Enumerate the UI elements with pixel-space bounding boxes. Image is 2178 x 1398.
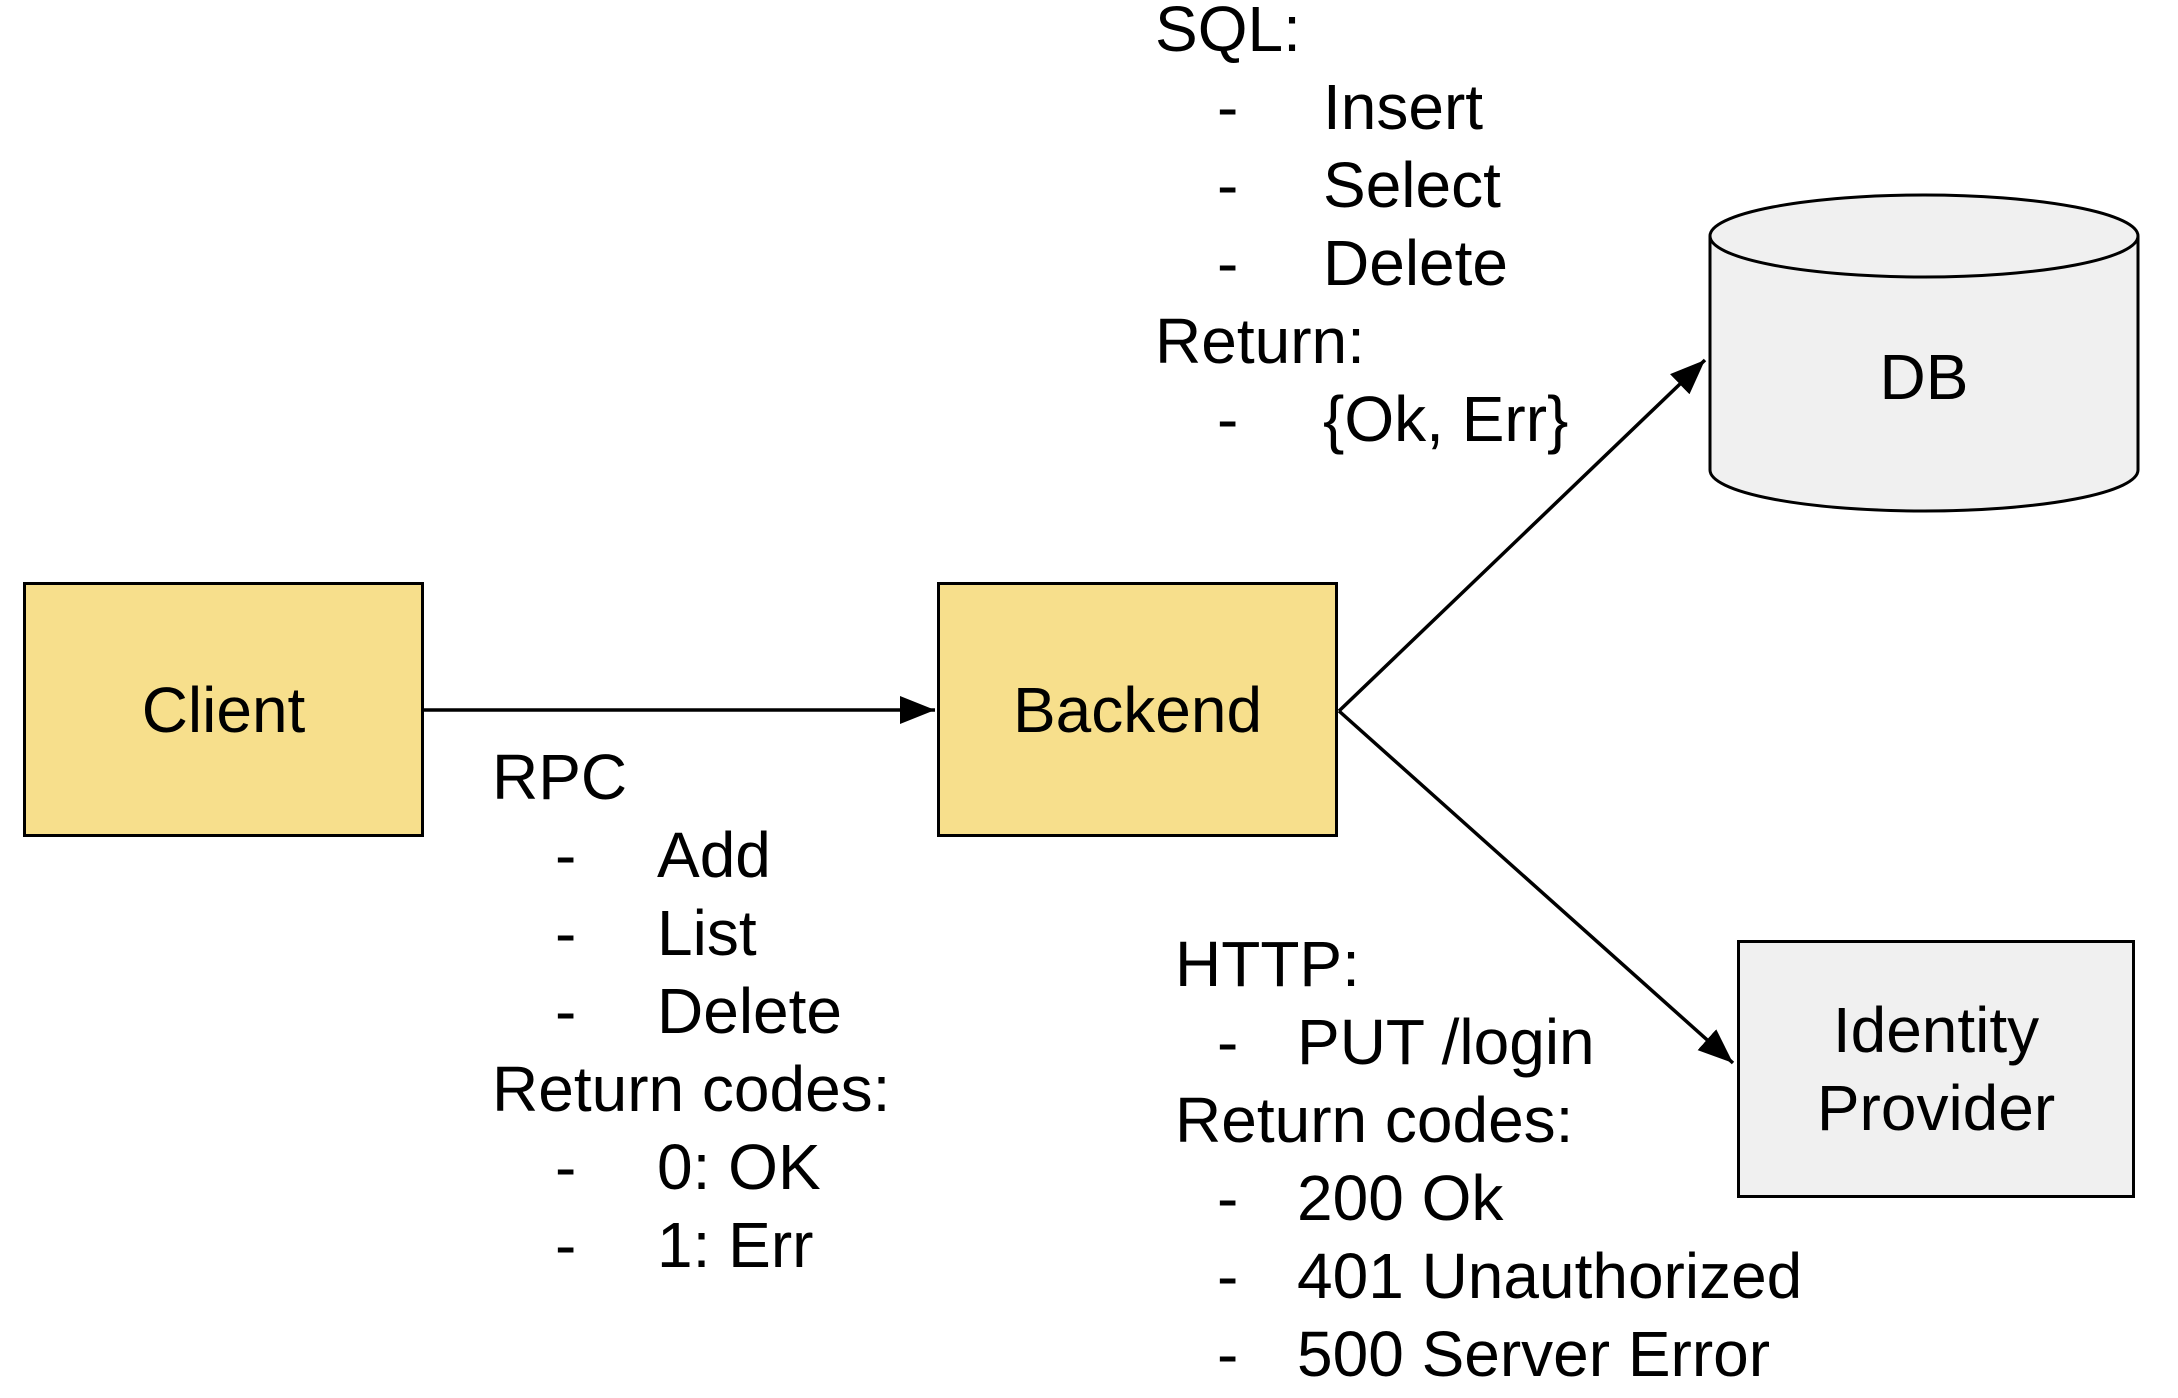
sql-call-line: - Delete <box>1155 224 1568 302</box>
bullet-dash: - <box>555 1131 577 1203</box>
bullet-dash: - <box>1217 227 1239 299</box>
db-label: DB <box>1879 341 1969 413</box>
http-call-item: PUT /login <box>1297 1006 1595 1078</box>
rpc-call-item: List <box>657 897 757 969</box>
http-return-line: - 500 Server Error <box>1175 1315 1802 1393</box>
annotation-sql: SQL: - Insert - Select - Delete Return: … <box>1155 0 1568 458</box>
bullet-dash: - <box>1217 1006 1239 1078</box>
node-identity-provider: Identity Provider <box>1737 940 2135 1198</box>
annotation-rpc: RPC - Add - List - Delete Return codes: … <box>492 738 890 1284</box>
bullet-dash: - <box>555 819 577 891</box>
rpc-call-item: Add <box>657 819 771 891</box>
db-cylinder-shape <box>1708 193 2140 513</box>
http-return-item: 200 Ok <box>1297 1162 1504 1234</box>
rpc-return-line: - 0: OK <box>492 1128 890 1206</box>
http-return-item: 500 Server Error <box>1297 1318 1771 1390</box>
http-call-line: - PUT /login <box>1175 1003 1802 1081</box>
identity-provider-label: Identity Provider <box>1816 994 2056 1144</box>
rpc-call-line: - List <box>492 894 890 972</box>
bullet-dash: - <box>1217 383 1239 455</box>
sql-return-item: {Ok, Err} <box>1323 383 1569 455</box>
sql-return-title: Return: <box>1155 305 1365 377</box>
bullet-dash: - <box>555 897 577 969</box>
sql-return-line: - {Ok, Err} <box>1155 380 1568 458</box>
sql-title: SQL: <box>1155 0 1301 65</box>
http-return-item: 401 Unauthorized <box>1297 1240 1803 1312</box>
db-cylinder-top <box>1708 193 2140 279</box>
rpc-return-item: 0: OK <box>657 1131 821 1203</box>
arrow-backend-to-identity-provider <box>1337 709 1735 1065</box>
annotation-http: HTTP: - PUT /login Return codes: - 200 O… <box>1175 925 1802 1393</box>
client-label: Client <box>141 673 306 746</box>
rpc-title: RPC <box>492 741 628 813</box>
bullet-dash: - <box>555 975 577 1047</box>
backend-label: Backend <box>1012 673 1263 746</box>
bullet-dash: - <box>1217 71 1239 143</box>
sql-call-line: - Insert <box>1155 68 1568 146</box>
arrow-backend-to-db <box>1337 358 1707 713</box>
http-return-line: - 401 Unauthorized <box>1175 1237 1802 1315</box>
http-title: HTTP: <box>1175 928 1360 1000</box>
db-cylinder-body <box>1708 236 2140 513</box>
rpc-return-item: 1: Err <box>657 1209 814 1281</box>
bullet-dash: - <box>1217 1240 1239 1312</box>
rpc-call-line: - Delete <box>492 972 890 1050</box>
sql-call-line: - Select <box>1155 146 1568 224</box>
bullet-dash: - <box>1217 1318 1239 1390</box>
sql-call-item: Delete <box>1323 227 1508 299</box>
http-return-title: Return codes: <box>1175 1084 1574 1156</box>
http-return-line: - 200 Ok <box>1175 1159 1802 1237</box>
rpc-return-title: Return codes: <box>492 1053 891 1125</box>
sql-call-item: Select <box>1323 149 1501 221</box>
bullet-dash: - <box>1217 1162 1239 1234</box>
node-backend: Backend <box>937 582 1338 837</box>
node-client: Client <box>23 582 424 837</box>
rpc-return-line: - 1: Err <box>492 1206 890 1284</box>
sql-call-item: Insert <box>1323 71 1484 143</box>
rpc-call-line: - Add <box>492 816 890 894</box>
bullet-dash: - <box>1217 149 1239 221</box>
bullet-dash: - <box>555 1209 577 1281</box>
rpc-call-item: Delete <box>657 975 842 1047</box>
